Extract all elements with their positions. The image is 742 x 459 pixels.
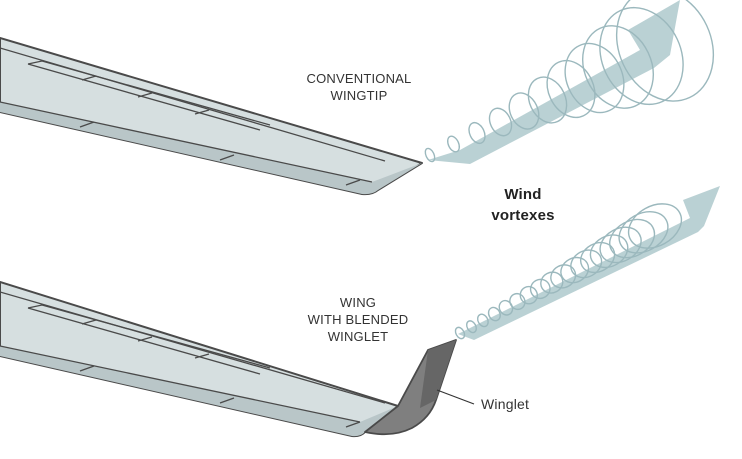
wind-vortexes-label-line-1: Wind <box>504 186 542 203</box>
top-vortex-ring <box>488 107 513 137</box>
conventional-wing <box>0 37 423 196</box>
top-vortex-arrow-shape <box>428 0 680 164</box>
top-vortex-ring <box>615 0 715 102</box>
bottom-vortex-ring <box>599 226 642 264</box>
wind-vortexes-label-line-2: vortexes <box>491 207 555 224</box>
bottom-vortex-ring <box>579 241 616 274</box>
top-vortex-ring <box>599 6 684 106</box>
bottom-vortex-ring <box>589 234 629 269</box>
bottom-vortex-ring <box>454 326 466 340</box>
bottom-vortex-ring <box>509 292 526 311</box>
blended-winglet-label-line-1: WING <box>339 295 377 310</box>
top-vortex-ring <box>446 135 461 153</box>
bottom-vortex-ring <box>627 203 683 249</box>
bottom-vortex-ring <box>618 211 669 254</box>
bottom-vortex-ring <box>476 313 489 328</box>
winglet-inner-face <box>420 340 456 408</box>
bottom-vortex-ring <box>570 249 603 279</box>
blended-wing-trailing-band <box>0 346 398 437</box>
bottom-vortex-ring <box>519 285 539 305</box>
top-vortex-ring <box>508 92 540 130</box>
top-vortex-ring <box>468 121 486 145</box>
blended-winglet-label: WING WITH BLENDED WINGLET <box>288 294 428 345</box>
winglet-leader-line <box>436 389 475 405</box>
bottom-vortex-ring <box>529 278 551 300</box>
bottom-vortex-ring <box>550 264 577 289</box>
top-vortex-ring <box>546 59 596 119</box>
conventional-wingtip-label-line-1: CONVENTIONAL <box>306 71 412 86</box>
conventional-wingtip-label: CONVENTIONAL WINGTIP <box>288 70 430 104</box>
blended-wing-panel-lines <box>0 291 386 428</box>
top-vortex-ring <box>564 42 625 114</box>
bottom-vortex-ring <box>487 306 501 322</box>
top-vortex-ring <box>527 76 568 124</box>
top-vortex-arrow <box>428 0 680 164</box>
winglet-label: Winglet <box>481 396 530 412</box>
bottom-vortex-ring <box>560 256 590 284</box>
top-vortex-ring <box>582 25 654 109</box>
bottom-vortex-ring <box>465 320 478 334</box>
blended-wing <box>0 281 475 438</box>
top-vortex-ring <box>424 147 436 163</box>
blended-winglet-label-line-2: WITH BLENDED <box>307 312 409 327</box>
bottom-vortex-ring <box>609 218 656 259</box>
bottom-winglet-vortex <box>454 203 683 340</box>
top-wingtip-vortex <box>424 0 715 163</box>
conventional-wing-panel-lines <box>0 47 386 186</box>
wind-vortexes-label: Wind vortexes <box>478 184 568 226</box>
blended-winglet-label-line-3: WINGLET <box>327 329 389 344</box>
conventional-wingtip-label-line-2: WINGTIP <box>330 88 388 103</box>
